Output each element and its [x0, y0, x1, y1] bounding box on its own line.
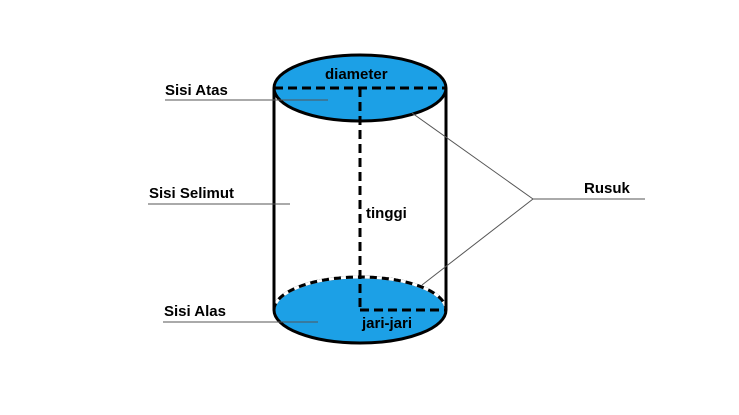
- label-radius: jari-jari: [361, 315, 412, 332]
- label-diameter: diameter: [325, 66, 388, 83]
- leader-rusuk-bottom: [421, 198, 534, 286]
- label-bottom-face: Sisi Alas: [164, 303, 226, 320]
- label-height: tinggi: [366, 205, 407, 222]
- label-top-face: Sisi Atas: [165, 82, 228, 99]
- label-edge: Rusuk: [584, 180, 631, 197]
- leader-rusuk-top: [411, 112, 534, 200]
- label-lateral-surface: Sisi Selimut: [149, 185, 234, 202]
